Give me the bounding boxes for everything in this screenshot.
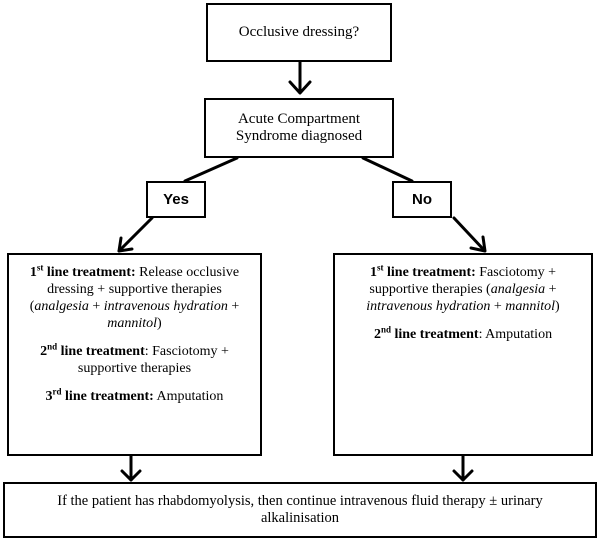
left-third-line-treatment: 3rd line treatment: Amputation — [45, 386, 224, 404]
arrow-diagnosis-to-yes — [183, 156, 239, 183]
yes-label: Yes — [163, 191, 189, 208]
occlusive-dressing-question-box: Occlusive dressing? — [206, 3, 392, 62]
occlusive-dressing-question-text: Occlusive dressing? — [238, 24, 360, 40]
arrow-diagnosis-to-no — [361, 156, 414, 183]
arrowhead-no-to-right — [469, 235, 487, 253]
left-first-line-treatment: 1st line treatment: Release occlusive dr… — [29, 262, 240, 331]
no-label-box: No — [392, 181, 452, 218]
arrowhead-yes-to-left — [117, 236, 134, 253]
arrow-yes-to-left — [117, 216, 154, 253]
arrowhead-right-to-bottom — [452, 469, 474, 482]
acs-diagnosed-line2: Syndrome diagnosed — [235, 128, 363, 144]
acs-diagnosed-box: Acute Compartment Syndrome diagnosed — [204, 98, 394, 158]
right-first-line-treatment: 1st line treatment: Fasciotomy + support… — [366, 262, 560, 314]
left-second-line-label: 2nd line treatment — [40, 341, 145, 359]
yes-label-box: Yes — [146, 181, 206, 218]
arrowhead-question-to-diagnosis — [288, 80, 312, 95]
right-first-line-label: 1st line treatment: — [370, 262, 476, 280]
left-second-line-treatment: 2nd line treatment: Fasciotomy + support… — [40, 341, 229, 376]
left-third-line-label: 3rd line treatment: — [45, 386, 154, 404]
rhabdomyolysis-line2: alkalinisation — [260, 510, 340, 526]
no-label: No — [412, 191, 432, 208]
no-treatment-box: 1st line treatment: Fasciotomy + support… — [333, 253, 593, 456]
right-second-line-treatment: 2nd line treatment: Amputation — [373, 324, 553, 342]
yes-treatment-box: 1st line treatment: Release occlusive dr… — [7, 253, 262, 456]
rhabdomyolysis-line1: If the patient has rhabdomyolysis, then … — [57, 493, 543, 509]
arrow-no-to-right — [452, 216, 486, 252]
right-second-line-label: 2nd line treatment — [373, 324, 479, 342]
arrowhead-left-to-bottom — [120, 469, 142, 482]
left-first-line-label: 1st line treatment: — [29, 262, 136, 280]
rhabdomyolysis-box: If the patient has rhabdomyolysis, then … — [3, 482, 597, 538]
acs-diagnosed-line1: Acute Compartment — [237, 111, 361, 127]
